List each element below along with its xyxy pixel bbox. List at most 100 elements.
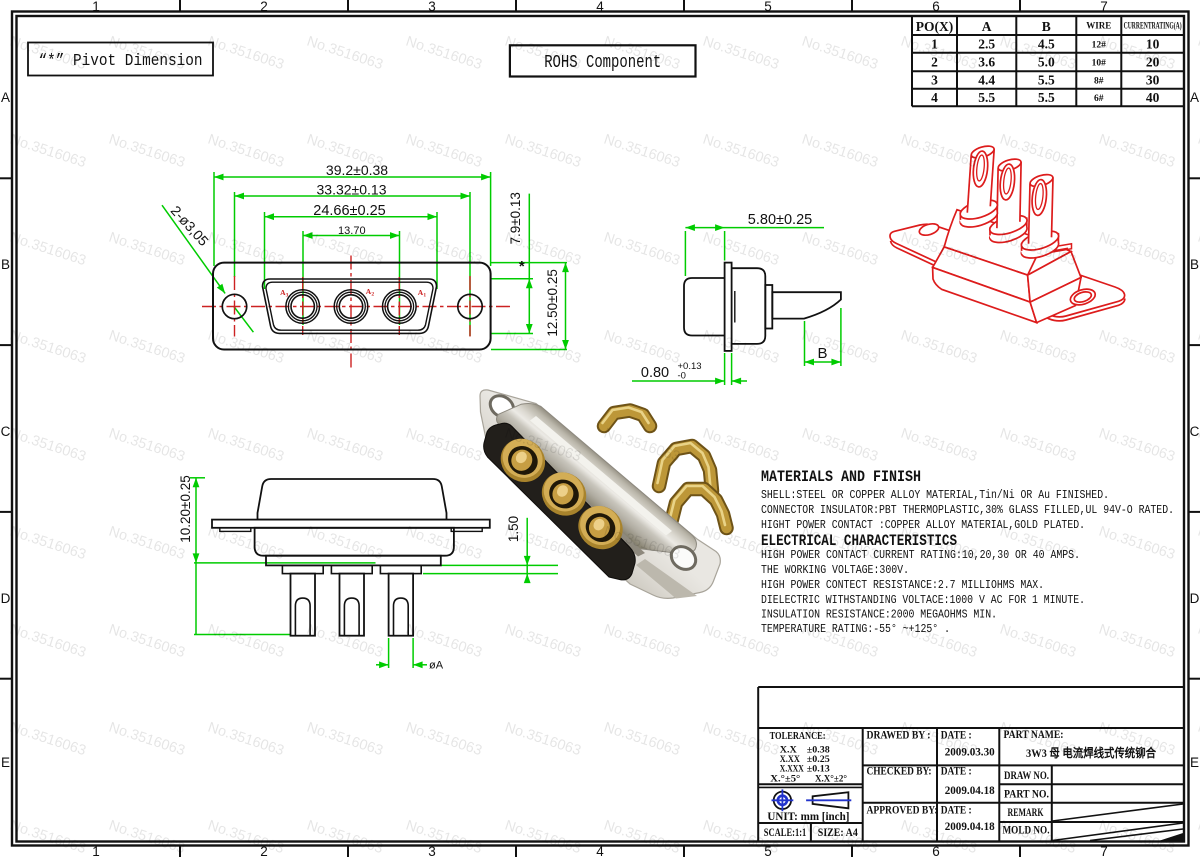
svg-text:12#: 12#	[1092, 41, 1107, 51]
svg-text:2009.04.18: 2009.04.18	[945, 821, 995, 833]
svg-text:B: B	[1190, 257, 1199, 272]
svg-text:CONNECTOR INSULATOR:PBT THERMO: CONNECTOR INSULATOR:PBT THERMOPLASTIC,30…	[761, 503, 1174, 517]
svg-text:10: 10	[1146, 37, 1160, 52]
svg-text:1: 1	[423, 293, 426, 299]
svg-text:4: 4	[596, 0, 604, 14]
svg-text:REMARK: REMARK	[1008, 807, 1044, 819]
svg-text:SIZE: A4: SIZE: A4	[818, 827, 858, 839]
svg-text:3W3 母 电流焊线式传统铆合: 3W3 母 电流焊线式传统铆合	[1026, 745, 1157, 760]
svg-text:5.5: 5.5	[978, 90, 995, 105]
svg-text:3: 3	[286, 293, 289, 299]
svg-text:+0.13: +0.13	[678, 361, 702, 372]
svg-text:7: 7	[1100, 0, 1108, 14]
svg-text:39.2±0.38: 39.2±0.38	[326, 162, 388, 178]
svg-text:5: 5	[764, 0, 772, 14]
svg-text:4.5: 4.5	[1038, 37, 1055, 52]
svg-text:A: A	[1, 90, 10, 105]
svg-text:24.66±0.25: 24.66±0.25	[313, 203, 385, 219]
svg-text:A: A	[1190, 90, 1199, 105]
svg-text:B: B	[1, 257, 10, 272]
svg-text:WIRE: WIRE	[1086, 21, 1111, 31]
svg-text:ELECTRICAL CHARACTERISTICS: ELECTRICAL CHARACTERISTICS	[761, 532, 957, 550]
svg-text:PO(X): PO(X)	[916, 19, 954, 34]
svg-text:DATE :: DATE :	[941, 766, 972, 778]
svg-text:B: B	[817, 345, 827, 362]
svg-text:DRAW NO.: DRAW NO.	[1004, 770, 1049, 782]
svg-text:3: 3	[428, 844, 436, 857]
svg-text:4: 4	[596, 844, 604, 857]
svg-text:HIGHT POWER CONTACT :COPPER AL: HIGHT POWER CONTACT :COPPER ALLOY MATERI…	[761, 518, 1085, 532]
svg-text:3: 3	[931, 72, 938, 87]
svg-text:±0.25: ±0.25	[807, 755, 830, 765]
svg-text:CURRENTRATING(A): CURRENTRATING(A)	[1124, 21, 1182, 31]
svg-text:5.80±0.25: 5.80±0.25	[748, 212, 812, 228]
svg-text:DIELECTRIC WITHSTANDING VOLTAC: DIELECTRIC WITHSTANDING VOLTACE:1000 V A…	[761, 593, 1085, 607]
svg-text:7.9±0.13: 7.9±0.13	[508, 192, 523, 244]
svg-text:PART NO.: PART NO.	[1004, 789, 1049, 801]
svg-text:B: B	[1042, 19, 1051, 34]
svg-text:2009.04.18: 2009.04.18	[945, 785, 995, 797]
svg-text:SCALE:1:1: SCALE:1:1	[764, 827, 807, 839]
svg-text:“*” Pivot Dimension: “*” Pivot Dimension	[39, 52, 203, 71]
svg-text:*: *	[519, 258, 525, 275]
svg-text:40: 40	[1146, 90, 1160, 105]
svg-text:INSULATION RESISTANCE:2000 MEG: INSULATION RESISTANCE:2000 MEGAOHMS MIN.	[761, 608, 997, 622]
svg-text:6#: 6#	[1094, 94, 1104, 104]
svg-text:D: D	[1, 591, 11, 606]
svg-text:DATE :: DATE :	[941, 730, 972, 742]
svg-text:A: A	[418, 288, 424, 297]
svg-text:C: C	[1190, 424, 1200, 439]
svg-text:TEMPERATURE RATING:-55° ~+125°: TEMPERATURE RATING:-55° ~+125° .	[761, 622, 950, 636]
svg-text:4.4: 4.4	[978, 72, 995, 87]
svg-text:4: 4	[931, 90, 938, 105]
svg-text:E: E	[1190, 755, 1199, 770]
svg-text:1: 1	[92, 844, 100, 857]
svg-text:2: 2	[371, 292, 374, 298]
svg-text:12.50±0.25: 12.50±0.25	[545, 269, 560, 336]
svg-text:E: E	[1, 755, 10, 770]
svg-text:5.0: 5.0	[1038, 54, 1055, 69]
svg-text:1: 1	[931, 37, 938, 52]
svg-text:2009.03.30: 2009.03.30	[945, 747, 995, 759]
svg-text:MOLD NO.: MOLD NO.	[1003, 825, 1050, 837]
svg-text:30: 30	[1146, 72, 1160, 87]
svg-text:2.5: 2.5	[978, 37, 995, 52]
svg-text:X.X: X.X	[780, 745, 797, 755]
svg-text:2: 2	[260, 844, 268, 857]
svg-text:5.5: 5.5	[1038, 72, 1055, 87]
svg-text:UNIT: mm [inch]: UNIT: mm [inch]	[767, 809, 849, 823]
svg-text:13.70: 13.70	[338, 225, 366, 237]
svg-text:8#: 8#	[1094, 76, 1104, 86]
svg-text:HIGH POWER CONTACT CURRENT RAT: HIGH POWER CONTACT CURRENT RATING:10,20,…	[761, 548, 1080, 562]
svg-text:X.XX: X.XX	[780, 755, 800, 765]
svg-text:X.XXX: X.XXX	[780, 764, 804, 774]
svg-text:±0.38: ±0.38	[807, 745, 830, 755]
svg-text:D: D	[1190, 591, 1200, 606]
svg-text:A: A	[280, 288, 286, 297]
svg-text:5: 5	[764, 844, 772, 857]
svg-text:SHELL:STEEL OR COPPER ALLOY MA: SHELL:STEEL OR COPPER ALLOY MATERIAL,Tin…	[761, 488, 1109, 502]
svg-text:APPROVED BY:: APPROVED BY:	[867, 805, 938, 817]
svg-text:0.80: 0.80	[641, 365, 669, 381]
svg-text:1: 1	[92, 0, 100, 14]
svg-text:±0.13: ±0.13	[807, 764, 830, 774]
svg-text:6: 6	[932, 0, 940, 14]
svg-text:CHECKED BY:: CHECKED BY:	[867, 766, 932, 778]
svg-text:MATERIALS AND FINISH: MATERIALS AND FINISH	[761, 468, 921, 486]
svg-text:3: 3	[428, 0, 436, 14]
svg-text:THE WORKING VOLTAGE:300V.: THE WORKING VOLTAGE:300V.	[761, 563, 909, 577]
svg-text:3.6: 3.6	[978, 54, 995, 69]
svg-text:7: 7	[1100, 844, 1108, 857]
svg-text:5.5: 5.5	[1038, 90, 1055, 105]
svg-text:DRAWED BY :: DRAWED BY :	[867, 730, 931, 742]
svg-text:X.X°±2°: X.X°±2°	[815, 773, 847, 784]
svg-text:øA: øA	[429, 660, 444, 672]
svg-text:A: A	[982, 19, 992, 34]
svg-text:PART NAME:: PART NAME:	[1004, 729, 1064, 741]
svg-text:10.20±0.25: 10.20±0.25	[178, 475, 193, 542]
svg-text:2: 2	[260, 0, 268, 14]
svg-text:A: A	[366, 287, 372, 296]
svg-text:10#: 10#	[1092, 58, 1107, 68]
svg-text:DATE :: DATE :	[941, 805, 972, 817]
svg-text:ROHS Component: ROHS Component	[544, 52, 661, 73]
